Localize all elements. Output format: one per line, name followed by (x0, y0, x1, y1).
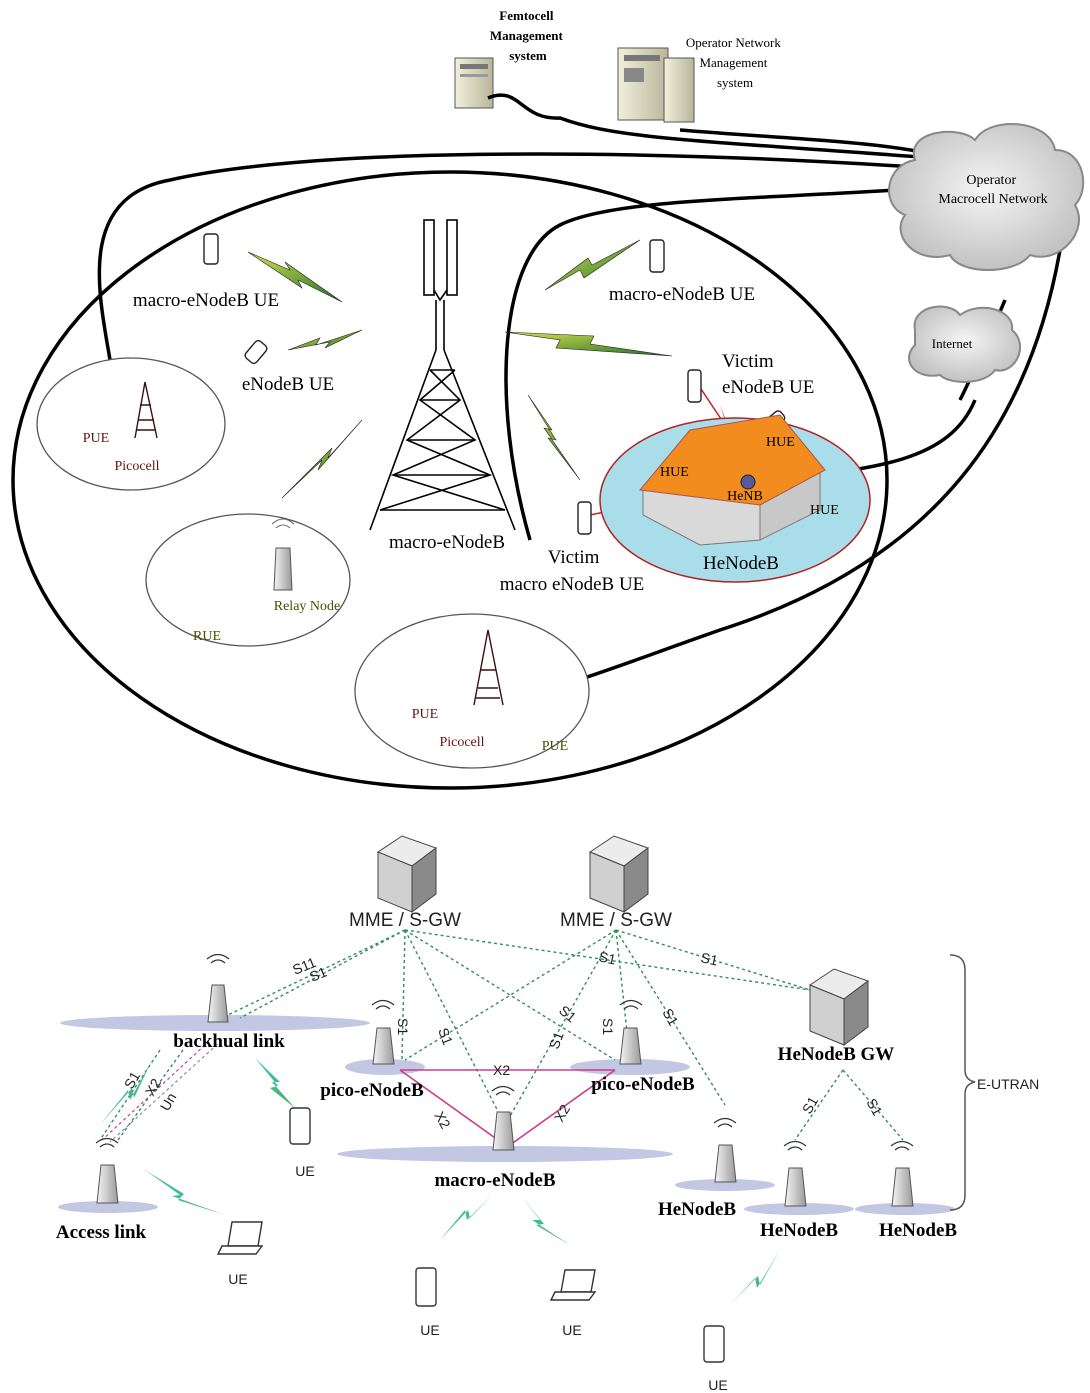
antenna-wave-icons (95, 953, 914, 1151)
henodeb-label: HeNodeB (703, 553, 779, 574)
operator-cloud-label: Operator Macrocell Network (938, 173, 1047, 207)
svg-text:S1: S1 (546, 1029, 567, 1051)
svg-text:S1: S1 (435, 1026, 456, 1048)
svg-text:S1: S1 (556, 1002, 580, 1025)
eutran-label: E-UTRAN (977, 1076, 1039, 1092)
henodeb-gw-server-icon (808, 968, 870, 1046)
macro-ue-left-label: macro-eNodeB UE (133, 290, 279, 311)
henodeb-label-2: HeNodeB (760, 1220, 838, 1241)
pue-label-bottom-right: PUE (542, 739, 568, 754)
svg-text:X2: X2 (431, 1109, 454, 1132)
bottom-ue-device-icons (216, 1107, 725, 1363)
henodeb-label-3: HeNodeB (879, 1220, 957, 1241)
ue-label-1: UE (295, 1163, 314, 1179)
svg-text:S1: S1 (600, 1018, 616, 1035)
pico-right-label: pico-eNodeB (591, 1074, 695, 1095)
svg-text:X2: X2 (551, 1101, 574, 1124)
eutran-brace (949, 954, 976, 1211)
victim-macro-ue-label: Victim macro eNodeB UE (500, 547, 645, 595)
svg-text:Un: Un (157, 1090, 180, 1114)
bottom-node-labels: backhual link Access link pico-eNodeB pi… (56, 1031, 958, 1243)
svg-text:S1: S1 (121, 1068, 144, 1091)
picocell-left (36, 357, 226, 491)
macro-cell-boundary (11, 170, 889, 790)
macro-ue-right-label: macro-eNodeB UE (609, 284, 755, 305)
henb-label: HeNB (727, 489, 763, 504)
internet-cloud-icon (908, 305, 1022, 383)
pico-tower-icon-left (134, 381, 158, 439)
svg-text:S1: S1 (395, 1018, 411, 1035)
svg-text:S1: S1 (699, 949, 719, 968)
enodeb-ue-label: eNodeB UE (242, 374, 334, 395)
macro-enodeb-label: macro-eNodeB (389, 532, 505, 553)
operator-cloud-icon (888, 123, 1085, 271)
mme-right-label: MME / S-GW (560, 910, 672, 931)
ue-label-4: UE (562, 1322, 581, 1338)
svg-text:S1: S1 (597, 948, 617, 967)
picocell-bottom (354, 613, 590, 769)
svg-text:S1: S1 (659, 1006, 682, 1029)
svg-text:S1: S1 (799, 1093, 822, 1116)
mme-server-icon-right (588, 835, 650, 913)
henodeb-gw-label: HeNodeB GW (778, 1044, 895, 1065)
macro-tower-icon (369, 219, 516, 531)
operator-server-icon (617, 47, 695, 123)
un-interface (109, 1039, 223, 1143)
access-link-label: Access link (56, 1222, 147, 1243)
hue-label-2: HUE (766, 435, 795, 450)
pico-tower-icon-bottom (473, 629, 504, 706)
coverage-ellipses (58, 1015, 955, 1215)
ue-label-2: UE (228, 1271, 247, 1287)
picocell-label-bottom: Picocell (439, 735, 484, 750)
ue-label-3: UE (420, 1322, 439, 1338)
henodeb-label-1: HeNodeB (658, 1199, 736, 1220)
picocell-label-left: Picocell (114, 459, 159, 474)
macro-label: macro-eNodeB (434, 1170, 555, 1191)
femtocell-mgmt-label: Femtocell Management system (490, 8, 566, 63)
ue-label-5: UE (708, 1377, 727, 1393)
pue-label-bottom: PUE (412, 707, 438, 722)
interface-labels: S11 S1 S1 S1 S1 S1 S1 S1 S1 S1 S1 S1 S1 … (121, 948, 886, 1131)
svg-text:X2: X2 (142, 1075, 165, 1098)
relay-cell (145, 513, 351, 647)
bottom-wireless-bolts (100, 1058, 780, 1305)
pue-label-left: PUE (83, 431, 109, 446)
svg-text:S1: S1 (863, 1096, 886, 1119)
svg-text:S1: S1 (307, 963, 329, 984)
mme-server-icon-left (376, 835, 438, 913)
mme-left-label: MME / S-GW (349, 910, 461, 931)
x2-relay-interface (101, 1044, 206, 1141)
house-icon (639, 414, 826, 546)
hue-label-1: HUE (660, 465, 689, 480)
rue-label: RUE (193, 629, 221, 644)
femtocell-server-icon (454, 57, 494, 109)
x2-interfaces (399, 1069, 616, 1146)
svg-text:X2: X2 (493, 1062, 510, 1078)
ue-labels: UE UE UE UE UE (228, 1163, 727, 1393)
backhaul-label: backhual link (173, 1031, 285, 1052)
pico-left-label: pico-eNodeB (320, 1080, 424, 1101)
internet-label: Internet (932, 336, 973, 351)
relay-node-icon (271, 518, 295, 591)
base-station-icons (96, 984, 914, 1207)
relay-node-label: Relay Node (274, 599, 340, 614)
hue-label-3: HUE (810, 503, 839, 518)
victim-enodeb-ue-label: Victim eNodeB UE (722, 351, 814, 398)
operator-mgmt-label: Operator Network Management system (686, 35, 784, 90)
